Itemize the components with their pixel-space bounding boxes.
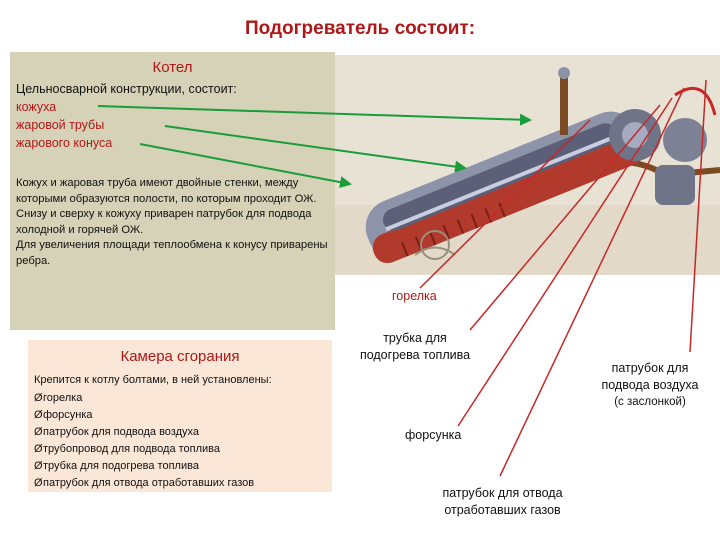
chamber-panel: Камера сгорания Крепится к котлу болтами… bbox=[28, 340, 332, 492]
chamber-heading: Камера сгорания bbox=[120, 348, 240, 365]
pointer-flame-cone bbox=[139, 143, 352, 189]
list-item: Øгорелка bbox=[34, 390, 254, 407]
boiler-panel: Котел Цельносварной конструкции, состоит… bbox=[10, 52, 335, 330]
pointer-flame-tube bbox=[164, 125, 467, 173]
pointer-fuel-tube bbox=[469, 104, 661, 331]
heater-illustration bbox=[335, 55, 720, 275]
boiler-part-flame-tube: жаровой трубы bbox=[16, 118, 105, 132]
label-air-pipe-line2: подвода воздуха bbox=[601, 378, 699, 392]
list-item-label: форсунка bbox=[43, 409, 93, 421]
list-item: Øпатрубок для подвода воздуха bbox=[34, 424, 254, 441]
label-nozzle: форсунка bbox=[405, 428, 462, 442]
boiler-part-flame-cone: жарового конуса bbox=[16, 136, 113, 150]
label-exhaust-pipe-line1: патрубок для отвода bbox=[442, 486, 563, 500]
list-item: Øфорсунка bbox=[34, 407, 254, 424]
list-item-label: горелка bbox=[43, 392, 83, 404]
list-item-label: патрубок для подвода воздуха bbox=[43, 426, 199, 438]
bullet-icon: Ø bbox=[34, 409, 43, 421]
boiler-lead: Цельносварной конструкции, состоит: bbox=[16, 82, 237, 96]
label-fuel-heating-tube-line1: трубка для bbox=[383, 331, 447, 345]
pointer-nozzle bbox=[457, 97, 673, 427]
label-air-pipe-line1: патрубок для bbox=[611, 361, 689, 375]
label-fuel-heating-tube-line2: подогрева топлива bbox=[359, 348, 471, 362]
slide-title: Подогреватель состоит: bbox=[244, 18, 476, 39]
boiler-heading: Котел bbox=[152, 59, 193, 76]
boiler-description: Кожух и жаровая труба имеют двойные стен… bbox=[16, 177, 328, 267]
list-item: Øпатрубок для отвода отработавших газов bbox=[34, 475, 254, 492]
heater-drawing bbox=[335, 55, 720, 275]
list-item-label: трубопровод для подвода топлива bbox=[43, 443, 221, 455]
chamber-intro: Крепится к котлу болтами, в ней установл… bbox=[34, 374, 272, 386]
label-burner: горелка bbox=[392, 289, 437, 303]
list-item-label: патрубок для отвода отработавших газов bbox=[43, 477, 255, 489]
label-air-pipe-line3: (с заслонкой) bbox=[614, 396, 686, 408]
boiler-part-casing: кожуха bbox=[16, 100, 57, 114]
bullet-icon: Ø bbox=[34, 460, 43, 472]
pointer-burner bbox=[419, 119, 591, 289]
pointer-air-pipe bbox=[689, 79, 707, 353]
pointer-exhaust bbox=[499, 87, 685, 477]
list-item: Øтрубка для подогрева топлива bbox=[34, 458, 254, 475]
label-exhaust-pipe-line2: отработавших газов bbox=[444, 503, 561, 517]
chamber-list: Øгорелка Øфорсунка Øпатрубок для подвода… bbox=[34, 390, 254, 492]
list-item: Øтрубопровод для подвода топлива bbox=[34, 441, 254, 458]
list-item-label: трубка для подогрева топлива bbox=[43, 460, 199, 472]
bullet-icon: Ø bbox=[34, 443, 43, 455]
bullet-icon: Ø bbox=[34, 392, 43, 404]
bullet-icon: Ø bbox=[34, 477, 43, 489]
pointer-casing bbox=[97, 105, 532, 126]
bullet-icon: Ø bbox=[34, 426, 43, 438]
